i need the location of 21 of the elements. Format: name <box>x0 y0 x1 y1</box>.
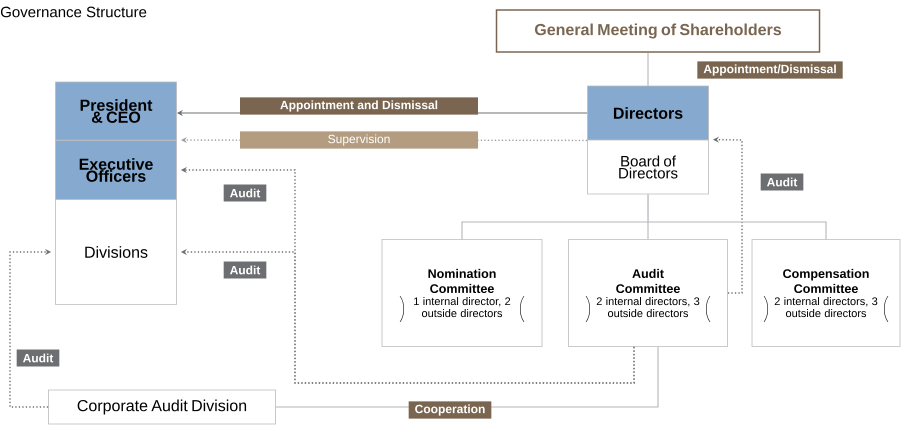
edge-label: Appointment/Dismissal <box>697 61 843 79</box>
board-box: Board of Directors <box>587 140 709 194</box>
edge-label: Audit <box>224 184 266 202</box>
directors-box: Directors <box>587 86 709 140</box>
meeting-box: General Meeting of Shareholders <box>496 9 820 53</box>
officer-box: President & CEO <box>55 82 177 140</box>
edge-label: Audit <box>224 262 266 278</box>
committee-box: Nomination Committee 1 internal director, 2 outside directors <box>382 239 542 347</box>
edge-label: Appointment and Dismissal <box>240 97 478 115</box>
edge-label: Audit <box>760 174 804 190</box>
committee-box: Audit Committee 2 internal directors, 3 outside directors <box>568 239 728 347</box>
edge-label: Cooperation <box>408 401 492 419</box>
division-box: Corporate Audit Division <box>48 390 276 424</box>
connector <box>647 52 649 86</box>
committee-box: Compensation Committee 2 internal directors, 3 outside directors <box>752 239 900 347</box>
division-box: Divisions <box>55 199 177 305</box>
edge-label: Audit <box>16 350 60 366</box>
officer-box: Executive Officers <box>55 140 177 200</box>
title: Governance Structure <box>0 6 146 18</box>
edge-label: Supervision <box>240 131 478 149</box>
connector <box>647 194 827 240</box>
